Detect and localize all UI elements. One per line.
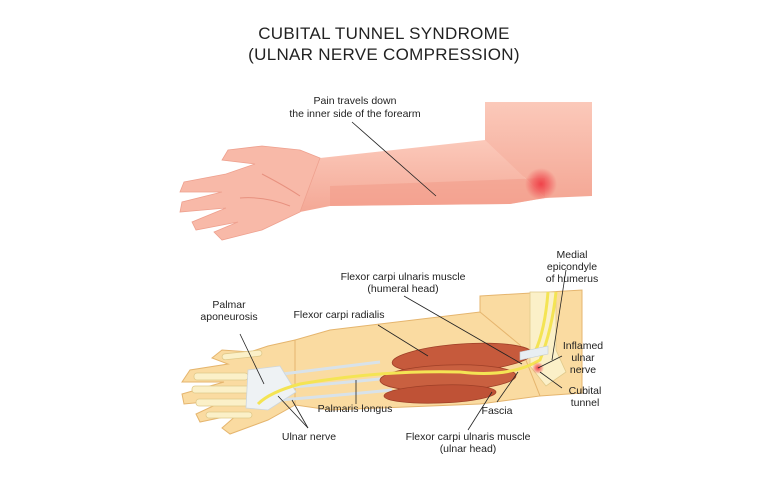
label-fcu-humeral-line1: Flexor carpi ulnaris muscle bbox=[341, 271, 466, 283]
upper-arm-illustration bbox=[179, 102, 592, 241]
label-pain-line2: the inner side of the forearm bbox=[289, 108, 421, 120]
palm-creases bbox=[239, 173, 301, 207]
ulnar-nerve-path bbox=[256, 291, 558, 406]
label-palmar-aponeurosis-line1: Palmar bbox=[212, 299, 246, 311]
lower-arm-anatomy bbox=[181, 289, 583, 435]
label-medial-epicondyle-line1: Medial bbox=[557, 249, 588, 261]
label-ulnar-nerve: Ulnar nerve bbox=[282, 431, 336, 443]
palmar-aponeurosis-tissue bbox=[245, 365, 297, 411]
diagram-title-line1: CUBITAL TUNNEL SYNDROME bbox=[258, 24, 510, 43]
label-flexor-carpi-radialis: Flexor carpi radialis bbox=[293, 309, 384, 321]
label-inflamed-nerve-line1: Inflamed bbox=[563, 340, 603, 352]
pain-leader-line bbox=[351, 121, 437, 197]
label-inflamed-nerve-line2: ulnar bbox=[571, 352, 595, 364]
diagram-title-line2: (ULNAR NERVE COMPRESSION) bbox=[248, 45, 520, 64]
finger-bones bbox=[191, 349, 263, 419]
elbow-pain-glow bbox=[525, 168, 557, 200]
label-pain-line1: Pain travels down bbox=[314, 95, 397, 107]
fascia-band bbox=[519, 345, 549, 361]
upper-arm-shape bbox=[485, 102, 592, 198]
hand-shape bbox=[179, 145, 321, 241]
label-fcu-humeral-line2: (humeral head) bbox=[367, 283, 438, 295]
label-fcu-ulnar-line1: Flexor carpi ulnaris muscle bbox=[406, 431, 531, 443]
label-palmaris-longus: Palmaris longus bbox=[318, 403, 393, 415]
label-inflamed-nerve-line3: nerve bbox=[570, 364, 596, 376]
flexor-carpi-ulnaris-ulnar-muscle bbox=[383, 384, 497, 404]
label-cubital-tunnel-line1: Cubital bbox=[569, 385, 602, 397]
label-fascia: Fascia bbox=[482, 405, 513, 417]
label-medial-epicondyle-line2: epicondyle bbox=[547, 261, 597, 273]
leader-lines bbox=[239, 269, 567, 431]
forearm-pain-area bbox=[330, 178, 545, 206]
label-fcu-ulnar-line2: (ulnar head) bbox=[440, 443, 497, 455]
label-palmar-aponeurosis-line2: aponeurosis bbox=[200, 311, 257, 323]
label-medial-epicondyle-line3: of humerus bbox=[546, 273, 599, 285]
label-cubital-tunnel-line2: tunnel bbox=[571, 397, 600, 409]
